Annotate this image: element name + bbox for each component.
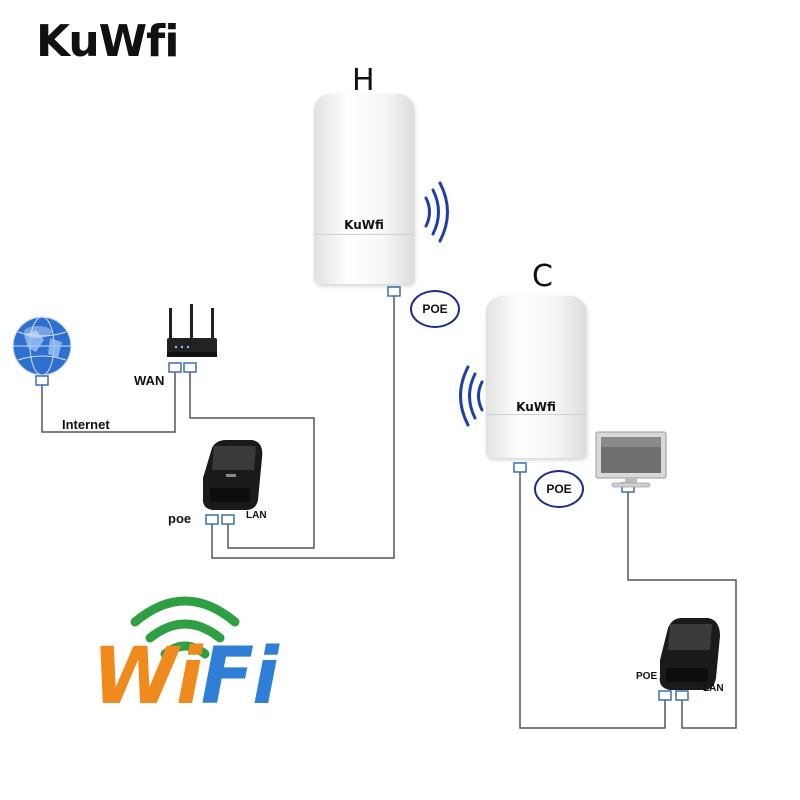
label-injector-left-poe: poe bbox=[168, 511, 192, 526]
poe-bubble-label: POE bbox=[546, 482, 572, 496]
access-point-h: KuWfi bbox=[314, 94, 414, 284]
cable-injector-ap-h bbox=[211, 296, 395, 559]
label-injector-right-lan: LAN bbox=[703, 683, 724, 694]
cable-ap-c-injector bbox=[519, 472, 666, 729]
cable-monitor-injector-lan bbox=[627, 492, 737, 729]
access-point-c: KuWfi bbox=[486, 296, 586, 458]
wifi-letter-i2: i bbox=[252, 632, 279, 722]
label-access-point-h: H bbox=[352, 63, 375, 98]
wifi-letter-w: W bbox=[92, 632, 178, 722]
wifi-logo-text: WiFi bbox=[92, 638, 279, 716]
device-brand: KuWfi bbox=[516, 400, 556, 414]
label-access-point-c: C bbox=[532, 259, 553, 294]
globe-icon bbox=[12, 316, 72, 376]
label-injector-left-lan: LAN bbox=[246, 510, 267, 521]
router-icon bbox=[167, 304, 217, 357]
wifi-letter-f: F bbox=[200, 632, 254, 722]
device-seam bbox=[486, 414, 586, 415]
poe-injector-icon-right bbox=[659, 618, 720, 690]
cable-router-injector-lan bbox=[189, 372, 315, 549]
label-wan: WAN bbox=[134, 373, 165, 388]
cable-globe-router bbox=[41, 372, 176, 433]
device-seam bbox=[314, 234, 414, 235]
label-injector-right-poe: POE bbox=[636, 671, 658, 682]
brand-logo: KuWfi bbox=[36, 16, 179, 67]
cables bbox=[41, 296, 737, 729]
monitor-icon bbox=[595, 431, 667, 488]
wifi-letter-i: i bbox=[176, 632, 203, 722]
poe-bubble-c: POE bbox=[534, 470, 584, 508]
poe-injector-icon bbox=[202, 440, 263, 510]
ethernet-port-icon bbox=[35, 286, 689, 701]
device-brand: KuWfi bbox=[344, 218, 384, 232]
poe-bubble-h: POE bbox=[410, 290, 460, 328]
label-internet: Internet bbox=[62, 417, 110, 432]
signal-waves-icon-c bbox=[459, 365, 484, 427]
wifi-logo-icon bbox=[130, 596, 240, 659]
poe-bubble-label: POE bbox=[422, 302, 448, 316]
signal-waves-icon bbox=[424, 181, 449, 243]
